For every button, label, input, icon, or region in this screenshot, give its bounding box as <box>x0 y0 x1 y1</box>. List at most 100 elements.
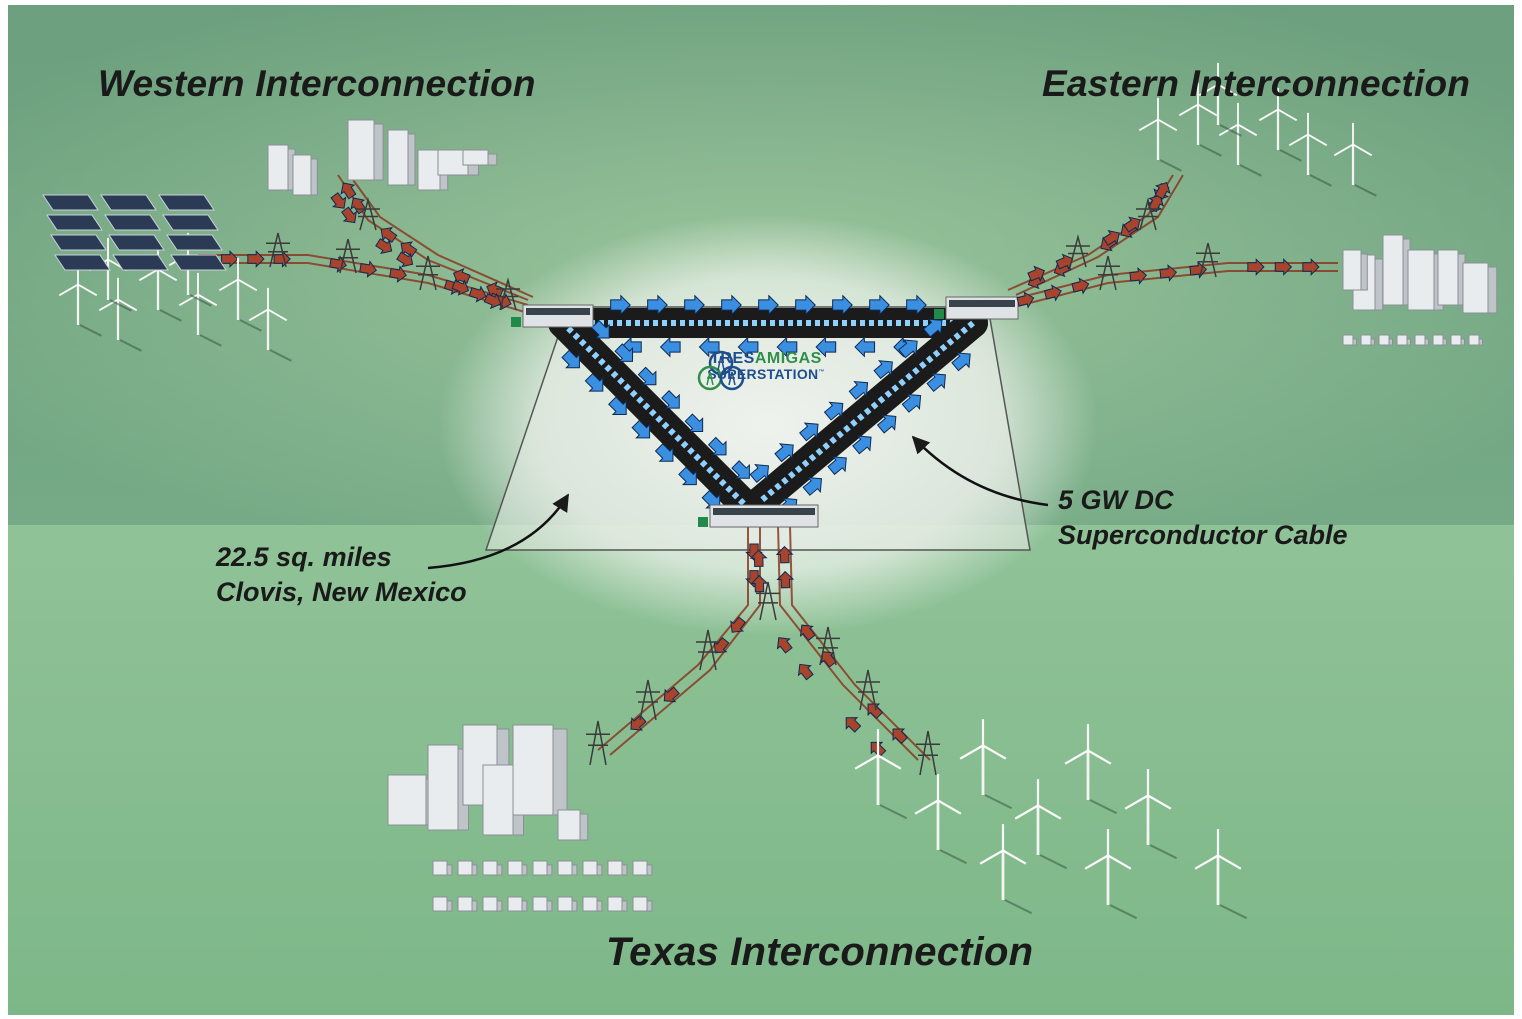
transmission-tower <box>856 669 880 711</box>
western-interconnection-title: Western Interconnection <box>98 63 536 104</box>
turbine-blade <box>1138 118 1159 132</box>
ac-flow-arrow <box>730 616 747 633</box>
ac-flow-arrow <box>1302 258 1320 276</box>
ac-flow-arrows <box>221 182 1320 758</box>
ac-flow-arrow <box>799 624 816 642</box>
solar-panel <box>108 234 165 251</box>
ac-flow-arrow <box>486 281 505 298</box>
cable-callout: 5 GW DC Superconductor Cable <box>1058 483 1348 553</box>
ac-flow-arrow <box>713 636 730 654</box>
dc-flow-arrow <box>661 390 680 409</box>
turbine-blade <box>1217 83 1238 97</box>
building-side <box>552 728 568 816</box>
dc-flow-arrow <box>684 413 704 433</box>
building-side <box>1487 266 1498 314</box>
ac-flow-arrow <box>380 226 398 243</box>
transmission-tower <box>356 197 380 231</box>
building <box>482 896 498 912</box>
solar-panel <box>46 214 103 231</box>
texas-interconnection-title: Texas Interconnection <box>606 930 1034 974</box>
solar-panel <box>158 194 215 211</box>
turbine-blade <box>1157 118 1178 132</box>
building <box>1407 249 1435 311</box>
ac-flow-arrow <box>820 651 837 668</box>
building <box>267 144 289 191</box>
station-roof <box>713 508 815 515</box>
ac-flow-arrow <box>396 251 414 268</box>
building <box>1378 334 1390 346</box>
turbine-blade <box>1107 854 1132 870</box>
ac-flow-arrow <box>1274 258 1293 276</box>
dc-flow-arrow <box>823 401 844 421</box>
turbine-blade <box>117 298 138 312</box>
transmission-tower <box>696 629 720 671</box>
dc-flow-arrow <box>731 460 750 479</box>
turbine-blade <box>178 293 199 307</box>
dc-flow-arrow <box>869 294 890 316</box>
turbine-blade <box>1307 133 1328 147</box>
building-side <box>1460 338 1465 346</box>
building <box>417 149 441 191</box>
turbine-shadow <box>119 339 142 352</box>
building-side <box>571 900 578 912</box>
dc-flow-arrow <box>749 464 769 483</box>
building <box>507 860 523 876</box>
transmission-towers <box>266 197 1220 776</box>
turbine-blade <box>979 849 1004 865</box>
building-side <box>407 133 416 186</box>
building-side <box>646 864 653 876</box>
turbine-blade <box>1014 804 1039 820</box>
turbine-shadow <box>1159 159 1182 172</box>
turbine-blade <box>1124 794 1149 810</box>
superstation-diagram: Western Interconnection Eastern Intercon… <box>8 5 1514 1015</box>
building <box>432 860 448 876</box>
building <box>1437 249 1459 306</box>
station-transformer <box>934 309 944 319</box>
cable-type-label: Superconductor Cable <box>1058 520 1348 550</box>
turbine-blade <box>267 308 288 322</box>
dc-flow-arrow <box>852 435 872 455</box>
turbine-shadow <box>109 299 132 312</box>
transmission-tower <box>1066 234 1090 268</box>
ac-flow-arrow <box>1129 267 1148 285</box>
turbine-shadow <box>1219 124 1242 137</box>
ac-flow-arrow <box>1043 284 1062 302</box>
ac-flow-arrow <box>389 265 407 283</box>
turbine-shadow <box>189 294 212 307</box>
turbine-shadow <box>79 324 102 337</box>
turbine-blade <box>1333 143 1354 157</box>
building-side <box>373 123 384 181</box>
turbine-blade <box>1064 749 1089 765</box>
dc-flow-arrow <box>922 318 943 338</box>
turbine-blade <box>157 268 178 282</box>
solar-panel <box>100 194 157 211</box>
building-side <box>546 864 553 876</box>
ac-flow-arrow <box>1071 277 1090 295</box>
station-transformer <box>511 317 521 327</box>
dc-flow-arrow <box>707 436 727 456</box>
building-side <box>446 900 453 912</box>
solar-panel <box>104 214 161 231</box>
turbine-shadow <box>1149 844 1178 860</box>
building <box>387 774 427 826</box>
turbine-blade <box>1197 103 1218 117</box>
building-side <box>579 813 589 841</box>
building <box>292 154 312 196</box>
turbine-blade <box>197 293 218 307</box>
ac-flow-arrow <box>867 703 884 720</box>
turbine-shadow <box>984 794 1013 810</box>
ac-flow-arrow <box>1247 258 1265 276</box>
building-side <box>1388 338 1393 346</box>
turbine-blade <box>959 744 984 760</box>
logo-circles-icon <box>697 350 745 391</box>
turbine-blade <box>1002 849 1027 865</box>
turbine-shadow <box>199 334 222 347</box>
building-side <box>1352 338 1357 346</box>
turbine-shadow <box>1279 149 1302 162</box>
ac-flow-arrow <box>329 255 347 273</box>
transmission-tower <box>266 232 290 268</box>
turbine-blade <box>1147 794 1172 810</box>
building-side <box>487 153 498 166</box>
dc-flow-arrow <box>591 319 610 339</box>
eastern-interconnection-title: Eastern Interconnection <box>1042 63 1471 104</box>
